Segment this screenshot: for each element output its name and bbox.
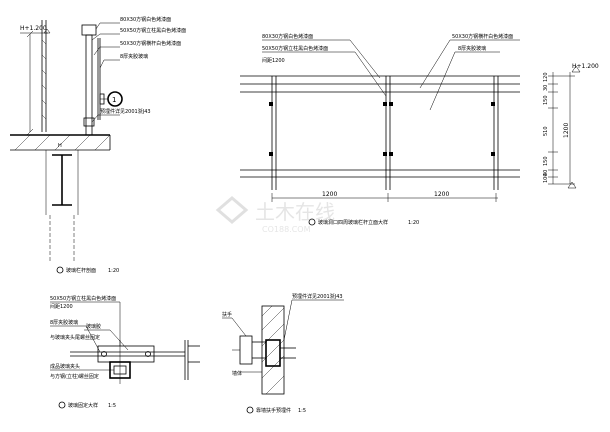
wall-hatch bbox=[41, 39, 47, 120]
detail-callout-wall: 墙体 bbox=[232, 370, 242, 377]
handrail-detail: 扶手 预埋件详见2001浙J43 墙体 靠墙扶手预埋件 1:5 bbox=[222, 293, 344, 414]
detail-callout-glass: 8厚夹胶玻璃 bbox=[50, 319, 78, 326]
watermark-brand: 土木在线 bbox=[255, 200, 335, 224]
svg-text:100: 100 bbox=[543, 173, 549, 183]
detail-callout-bolt: 与玻璃夹头尾螺丝固定 bbox=[50, 334, 100, 341]
detail-callout-handrail: 扶手 bbox=[222, 311, 232, 318]
elevation-dim-span-left: 1200 bbox=[322, 191, 337, 198]
elevation-dim-total: 1200 bbox=[563, 123, 570, 138]
slab-hatch bbox=[14, 134, 111, 151]
elevation-view: 80X30方钢白色烤漆面 50X50方钢立柱黑白色烤漆面 间距1200 50X3… bbox=[240, 33, 599, 226]
section-title: 玻璃栏杆剖面 bbox=[66, 267, 96, 274]
elevation-callout-spacing: 间距1200 bbox=[262, 57, 285, 64]
detail-wall bbox=[261, 305, 285, 395]
section-level-label: H+1.200 bbox=[20, 25, 47, 32]
detail-handrail-scale: 1:5 bbox=[298, 408, 306, 414]
elevation-callout-top-rail: 80X30方钢白色烤漆面 bbox=[262, 33, 313, 40]
section-callout-lower-rail: 50X30方钢横杆白色烤漆面 bbox=[120, 40, 181, 47]
section-mark-number: 1 bbox=[112, 96, 116, 104]
svg-text:150: 150 bbox=[543, 156, 549, 166]
detail-callout-post: 50X50方钢立柱黑白色烤漆面 bbox=[50, 295, 116, 302]
glass-fix-detail: 50X50方钢立柱黑白色烤漆面 间距1200 8厚夹胶玻璃 与玻璃夹头尾螺丝固定… bbox=[50, 295, 200, 409]
detail-callout-clamp: 玻璃胶 bbox=[86, 323, 101, 330]
elevation-callout-glass: 8厚夹胶玻璃 bbox=[458, 45, 486, 52]
svg-text:120: 120 bbox=[543, 72, 549, 82]
detail-callout-embed: 预埋件详见2001浙J43 bbox=[292, 293, 343, 300]
elevation-dim-span-right: 1200 bbox=[434, 191, 449, 198]
svg-text:150: 150 bbox=[543, 95, 549, 105]
elevation-callout-post: 50X50方钢立柱黑白色烤漆面 bbox=[262, 45, 328, 52]
section-callout-embed: 预埋件详见2001浙J43 bbox=[100, 108, 151, 115]
detail-handrail-bar bbox=[239, 335, 253, 365]
elevation-level-label: H+1.200 bbox=[572, 63, 599, 70]
detail-handrail-title: 靠墙扶手预埋件 bbox=[256, 407, 291, 414]
svg-text:30: 30 bbox=[543, 85, 549, 91]
elevation-callout-lower-rail: 50X30方钢横杆白色烤漆面 bbox=[452, 33, 513, 40]
svg-text:40: 40 bbox=[543, 170, 549, 176]
section-callout-post: 50X50方钢立柱黑白色烤漆面 bbox=[120, 27, 186, 34]
section-callout-top-rail: 80X30方钢白色烤漆面 bbox=[120, 16, 171, 23]
elevation-vertical-dims: 120 30 150 510 150 40 100 1200 bbox=[543, 72, 570, 183]
elevation-scale: 1:20 bbox=[408, 220, 419, 226]
detail-glass-scale: 1:5 bbox=[108, 403, 116, 409]
svg-text:H: H bbox=[58, 143, 62, 149]
detail-callout-steel-2: 与方钢(立柱)螺丝固定 bbox=[50, 373, 99, 380]
svg-text:510: 510 bbox=[543, 126, 549, 136]
section-steel-beam bbox=[45, 150, 79, 215]
detail-callout-spacing: 间距1200 bbox=[50, 303, 73, 310]
section-post bbox=[85, 34, 93, 136]
section-scale: 1:20 bbox=[108, 268, 119, 274]
elevation-posts bbox=[271, 76, 499, 190]
elevation-glass-clips bbox=[269, 102, 495, 156]
detail-callout-steel: 成品玻璃夹头 bbox=[50, 363, 80, 370]
section-top-rail bbox=[81, 24, 97, 36]
elevation-title: 玻璃洞口四周玻璃栏杆立面大样 bbox=[318, 219, 388, 226]
watermark-url: CO188.COM bbox=[262, 225, 311, 234]
detail-glass-title: 玻璃固定大样 bbox=[68, 402, 98, 409]
watermark: 土木在线 CO188.COM bbox=[215, 196, 335, 234]
section-view: H+1.200 1 bbox=[10, 16, 186, 274]
section-callout-glass: 8厚夹胶玻璃 bbox=[120, 53, 148, 60]
